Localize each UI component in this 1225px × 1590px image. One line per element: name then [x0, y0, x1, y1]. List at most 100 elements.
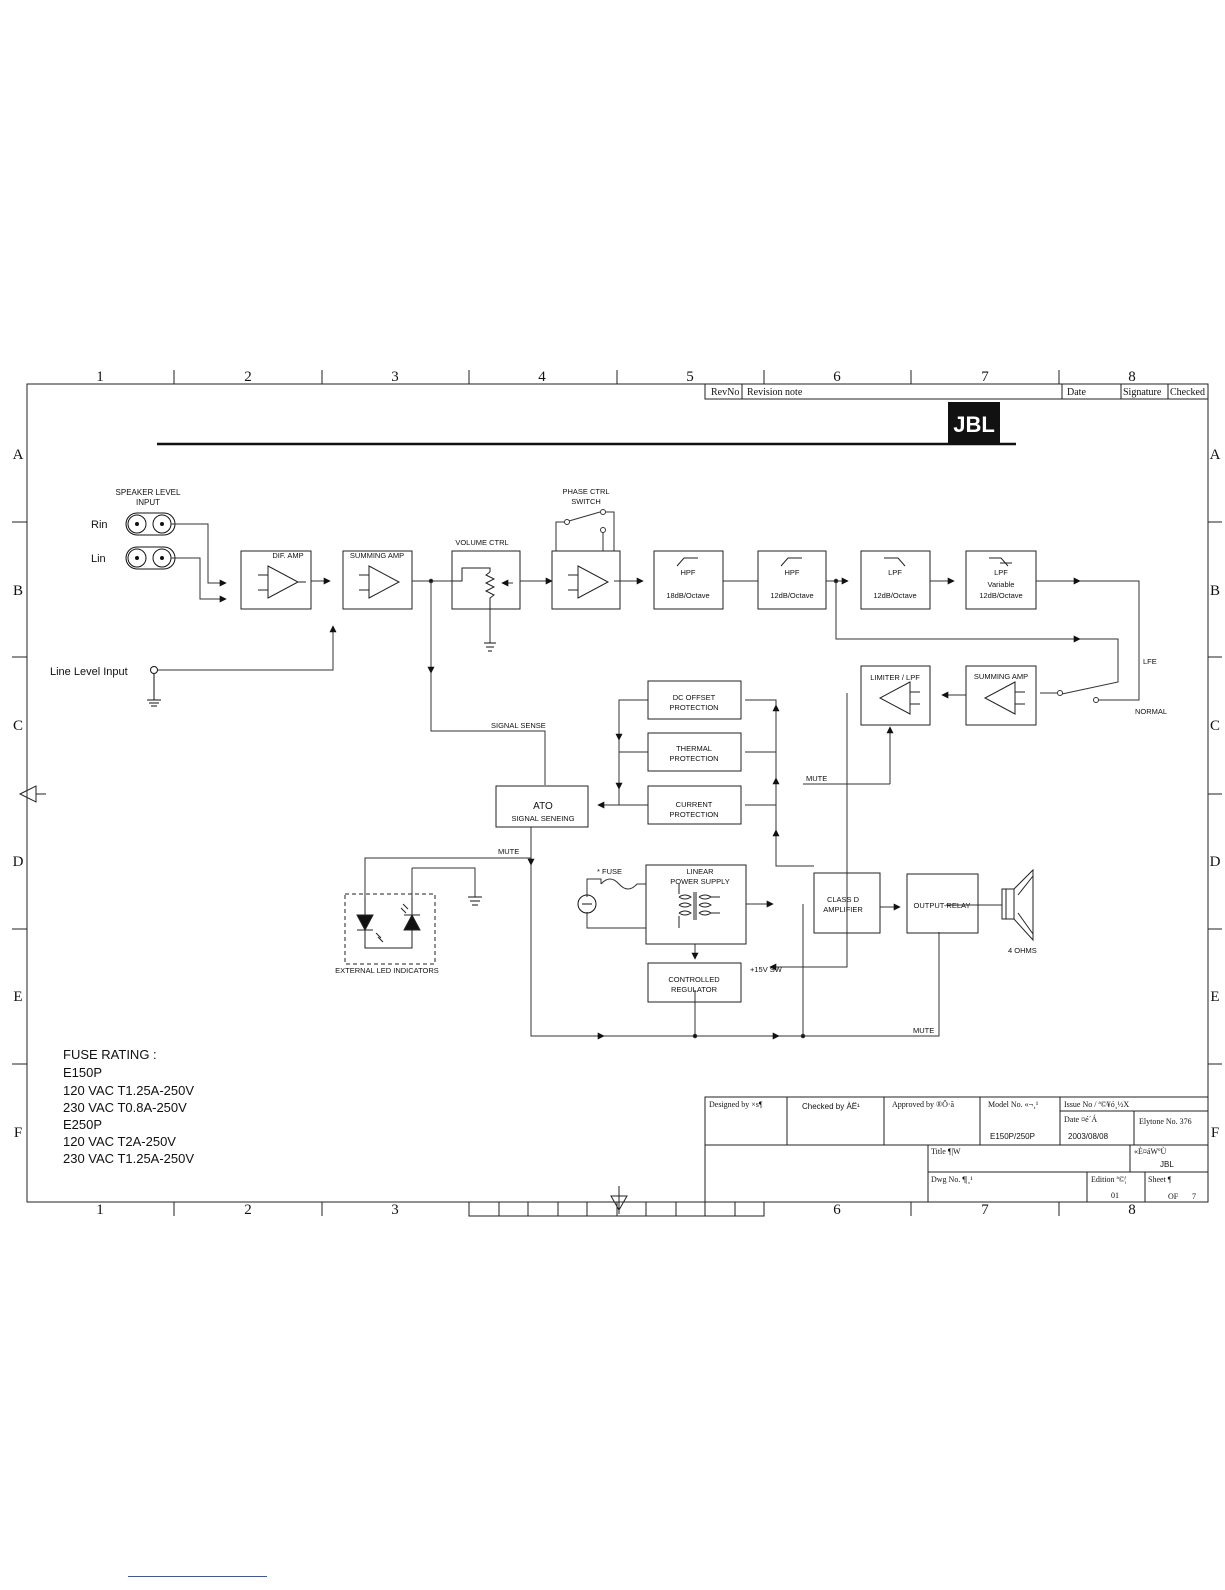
linear-ps-label-1: LINEAR [686, 867, 714, 876]
line-level-input: Line Level Input [50, 666, 161, 707]
phase-ctrl-label-1: PHASE CTRL [562, 487, 609, 496]
col-label-bottom-6: 6 [833, 1202, 841, 1218]
block-labels: DIF. AMP SUMMING AMP VOLUME CTRL PHASE C… [272, 487, 1167, 1035]
title-block [704, 1096, 1209, 1203]
lfe-label: LFE [1143, 657, 1157, 666]
phase-ctrl-label-2: SWITCH [571, 497, 601, 506]
elytone-no: Elytone No. 376 [1139, 1117, 1192, 1126]
fuse-rating-notes: FUSE RATING : E150P 120 VAC T1.25A-250V … [63, 1047, 194, 1166]
regulator-label-2: REGULATOR [671, 985, 718, 994]
linear-ps-label-2: POWER SUPPLY [670, 877, 729, 886]
edition-label: Edition ª©¦ [1091, 1175, 1126, 1184]
lin-connector-icon [125, 546, 176, 570]
signal-sense-label: SIGNAL SENSE [491, 721, 546, 730]
col-label-top-1: 1 [96, 369, 104, 385]
lpf-variable-block [965, 550, 1037, 610]
fuse-rating-line-3: 120 VAC T1.25A-250V [63, 1083, 194, 1098]
line-level-jack-icon [150, 666, 158, 674]
lpf-12db-block [860, 550, 931, 610]
dc-offset-label-1: DC OFFSET [673, 693, 716, 702]
speaker-level-label-1: SPEAKER LEVEL [116, 488, 181, 497]
jbl-logo-text: JBL [953, 412, 995, 437]
external-led-indicators [344, 893, 436, 965]
title-label: Title ¶|W [931, 1147, 961, 1156]
led-right-icon [403, 913, 421, 931]
fuse-rating-line-7: 230 VAC T1.25A-250V [63, 1151, 194, 1166]
summing-amp-2-label: SUMMING AMP [974, 672, 1028, 681]
bottom-underline [128, 1576, 267, 1577]
current-label-2: PROTECTION [669, 810, 718, 819]
current-label-1: CURRENT [676, 800, 713, 809]
phase-ctrl-block [551, 550, 621, 610]
approved-by: Approved by ®Ö·ã [892, 1100, 955, 1109]
linear-power-supply-block [645, 864, 747, 945]
ato-signal-sensing-block [495, 785, 589, 828]
limiter-lpf-block [860, 665, 931, 726]
row-label-left-a: A [13, 447, 24, 463]
summing-amp-label: SUMMING AMP [350, 551, 404, 560]
issue-no-label: Issue No / ª©¥ó¸½X [1064, 1100, 1129, 1109]
fuse-rating-line-1: FUSE RATING : [63, 1047, 157, 1062]
col-label-top-3: 3 [391, 369, 399, 385]
class-d-amplifier-block [813, 872, 881, 934]
col-label-bottom-1: 1 [96, 1202, 104, 1218]
lpf-2-sub1: Variable [988, 580, 1015, 589]
customer-label: «È¤áWºÙ [1134, 1146, 1166, 1156]
fuse-rating-line-4: 230 VAC T0.8A-250V [63, 1100, 187, 1115]
grid-labels: 1 2 3 4 5 6 7 8 1 2 3 6 7 8 A B C D E F … [13, 369, 1221, 1218]
row-label-left-c: C [13, 718, 23, 734]
row-label-right-b: B [1210, 583, 1220, 599]
sheet-label: Sheet ­¶ [1148, 1175, 1172, 1184]
date-header: Date [1067, 387, 1086, 398]
col-label-bottom-8: 8 [1128, 1202, 1136, 1218]
date-value: 2003/08/08 [1068, 1132, 1109, 1141]
row-label-right-f: F [1211, 1125, 1219, 1141]
revision-header: RevNo Revision note Date Signature Check… [704, 383, 1209, 400]
checked-header: Checked [1170, 387, 1205, 398]
dwg-no-label: Dwg No. ¶|¸¹ [931, 1175, 973, 1184]
normal-label: NORMAL [1135, 707, 1167, 716]
customer-value: JBL [1160, 1160, 1174, 1169]
col-label-top-2: 2 [244, 369, 252, 385]
dif-amp-label: DIF. AMP [272, 551, 303, 560]
class-d-label-1: CLASS D [827, 895, 860, 904]
lin-label: Lin [91, 553, 106, 565]
hpf-1-title: HPF [681, 568, 696, 577]
fuse-label: * FUSE [597, 867, 622, 876]
volume-ctrl-block [451, 550, 521, 610]
ac-input-icon [577, 894, 597, 914]
mute-label-limiter: MUTE [806, 774, 827, 783]
row-label-left-d: D [13, 854, 24, 870]
speaker-level-input: SPEAKER LEVEL INPUT Rin Lin [91, 488, 181, 570]
ato-title: ATO [533, 801, 553, 812]
output-relay-label: OUTPUT-RELAY [914, 901, 971, 910]
lpf-1-sub: 12dB/Octave [873, 591, 916, 600]
mute-label-relay: MUTE [913, 1026, 934, 1035]
col-label-top-8: 8 [1128, 369, 1136, 385]
four-ohms-label: 4 OHMS [1008, 946, 1037, 955]
col-label-top-7: 7 [981, 369, 989, 385]
fuse-rating-line-5: E250P [63, 1117, 102, 1132]
sheet-total: 7 [1192, 1192, 1196, 1201]
regulator-label-1: CONTROLLED [668, 975, 720, 984]
designed-by: Designed by ×s¶ [709, 1100, 763, 1109]
led-left-icon [356, 914, 374, 932]
checked-by: Checked by ÀË¹ [802, 1102, 860, 1111]
dc-offset-label-2: PROTECTION [669, 703, 718, 712]
col-label-top-4: 4 [538, 369, 546, 385]
col-label-top-6: 6 [833, 369, 841, 385]
col-label-bottom-7: 7 [981, 1202, 989, 1218]
class-d-label-2: AMPLIFIER [823, 905, 863, 914]
plus15v-label: +15V SW [750, 965, 783, 974]
hpf-2-sub: 12dB/Octave [770, 591, 813, 600]
sheet-of: OF [1168, 1192, 1179, 1201]
col-label-top-5: 5 [686, 369, 694, 385]
thermal-label-1: THERMAL [676, 744, 712, 753]
current-protection-block [647, 785, 742, 825]
jbl-logo: JBL [948, 402, 1000, 443]
thermal-label-2: PROTECTION [669, 754, 718, 763]
signature-header: Signature [1123, 387, 1162, 398]
ato-sub: SIGNAL SENEING [511, 814, 574, 823]
thermal-protection-block [647, 732, 742, 772]
